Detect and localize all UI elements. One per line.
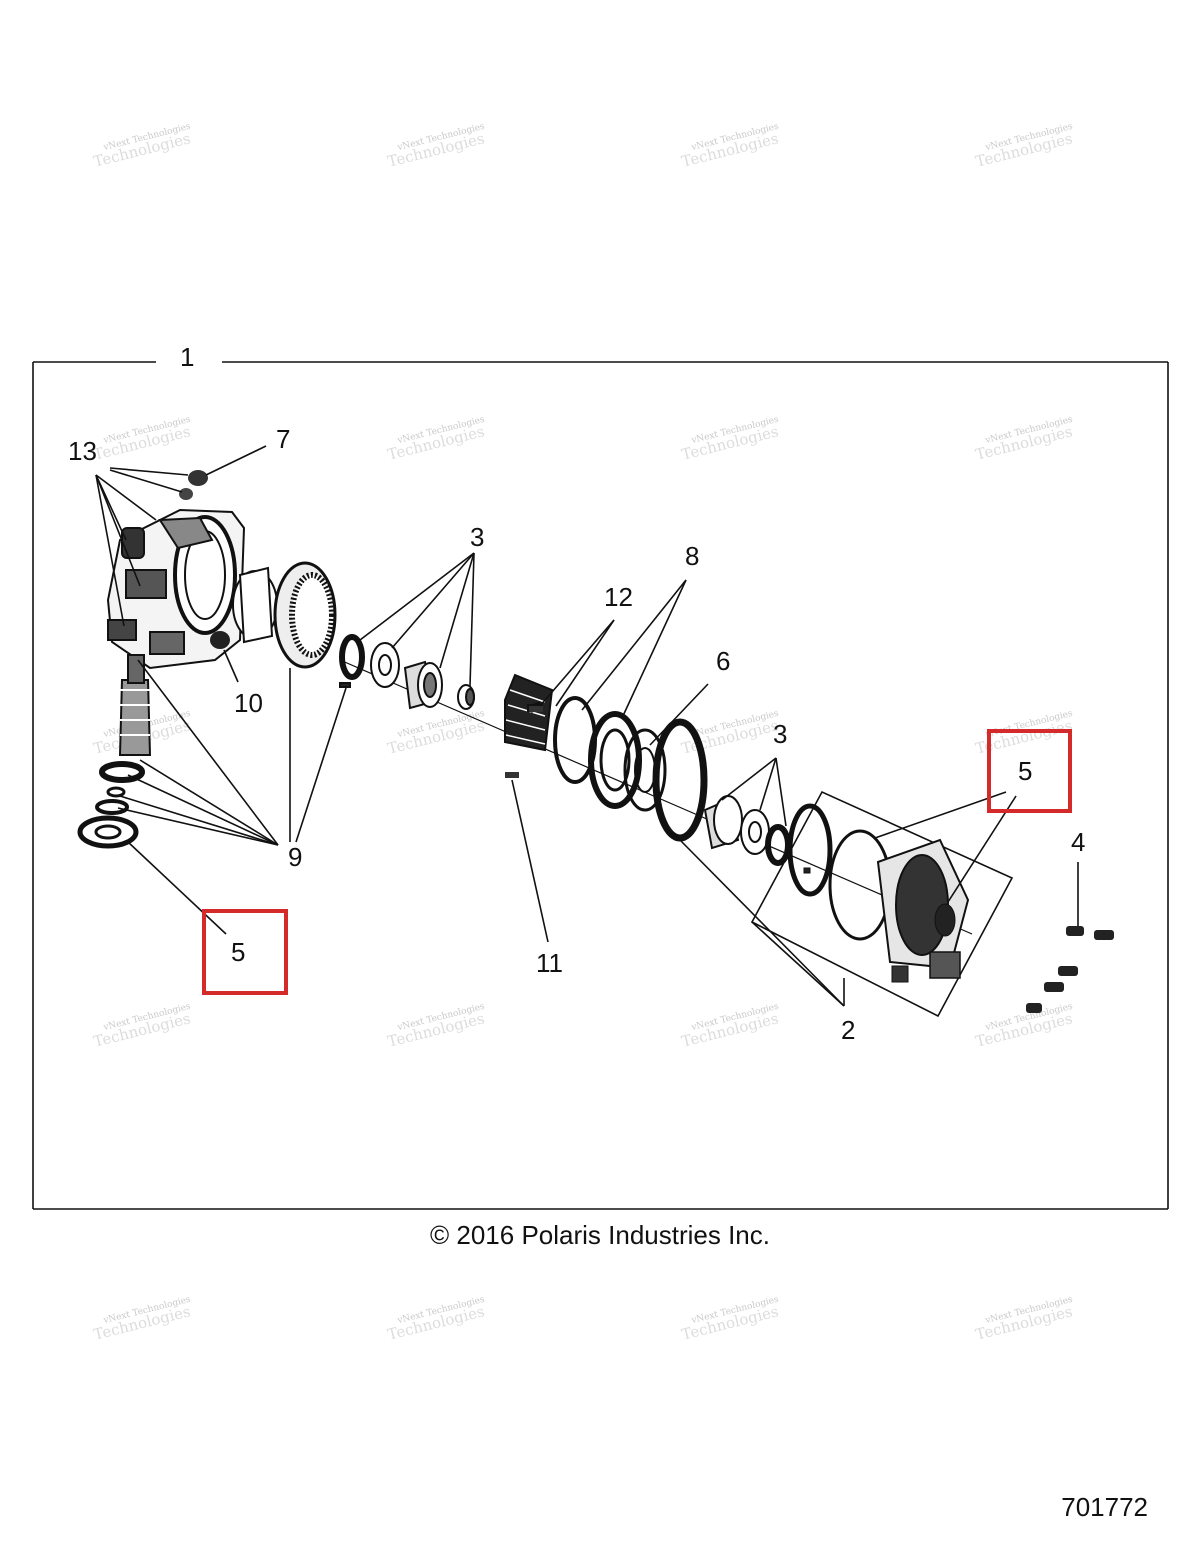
key-11 — [505, 772, 519, 778]
callout-6: 6 — [716, 646, 730, 676]
pinion-washers — [77, 761, 145, 849]
callout-5-right: 5 — [1018, 756, 1032, 786]
callout-12: 12 — [604, 582, 633, 612]
figure-number: 701772 — [1061, 1492, 1148, 1522]
pinion-shaft — [118, 654, 152, 756]
bearing-set-right — [703, 795, 791, 866]
callout-numbers: 13 7 3 12 8 6 10 9 11 3 5 4 2 5 — [68, 424, 1085, 1045]
plug-7 — [179, 470, 208, 500]
coil-ring — [652, 718, 708, 842]
bearing-race — [232, 566, 278, 644]
callout-10: 10 — [234, 688, 263, 718]
callout-3-right: 3 — [773, 719, 787, 749]
highlight-box-5-right — [987, 729, 1072, 813]
callout-3-left: 3 — [470, 522, 484, 552]
callout-13: 13 — [68, 436, 97, 466]
key-12 — [529, 706, 543, 712]
callout-11: 11 — [536, 948, 563, 978]
bearing-set-left — [339, 634, 475, 710]
needle-bearing — [504, 673, 554, 752]
plug-10 — [210, 631, 230, 649]
clutch-rings — [553, 696, 642, 809]
callout-4: 4 — [1071, 827, 1085, 857]
bolts — [1026, 926, 1114, 1013]
cover-assembly — [787, 803, 970, 983]
cover-assembly-box — [750, 790, 1014, 1018]
assembly-frame — [32, 361, 1169, 1210]
leader-lines — [95, 445, 1079, 1007]
gearcase-housing — [106, 508, 246, 670]
highlight-box-5-left — [202, 909, 288, 995]
callout-5-left: 5 — [231, 937, 245, 967]
copyright-notice: © 2016 Polaris Industries Inc. — [430, 1220, 770, 1250]
callout-2: 2 — [841, 1015, 855, 1045]
callout-8: 8 — [685, 541, 699, 571]
callout-1: 1 — [180, 342, 194, 372]
callout-7: 7 — [276, 424, 290, 454]
callout-9: 9 — [288, 842, 302, 872]
ring-gear — [273, 561, 337, 669]
